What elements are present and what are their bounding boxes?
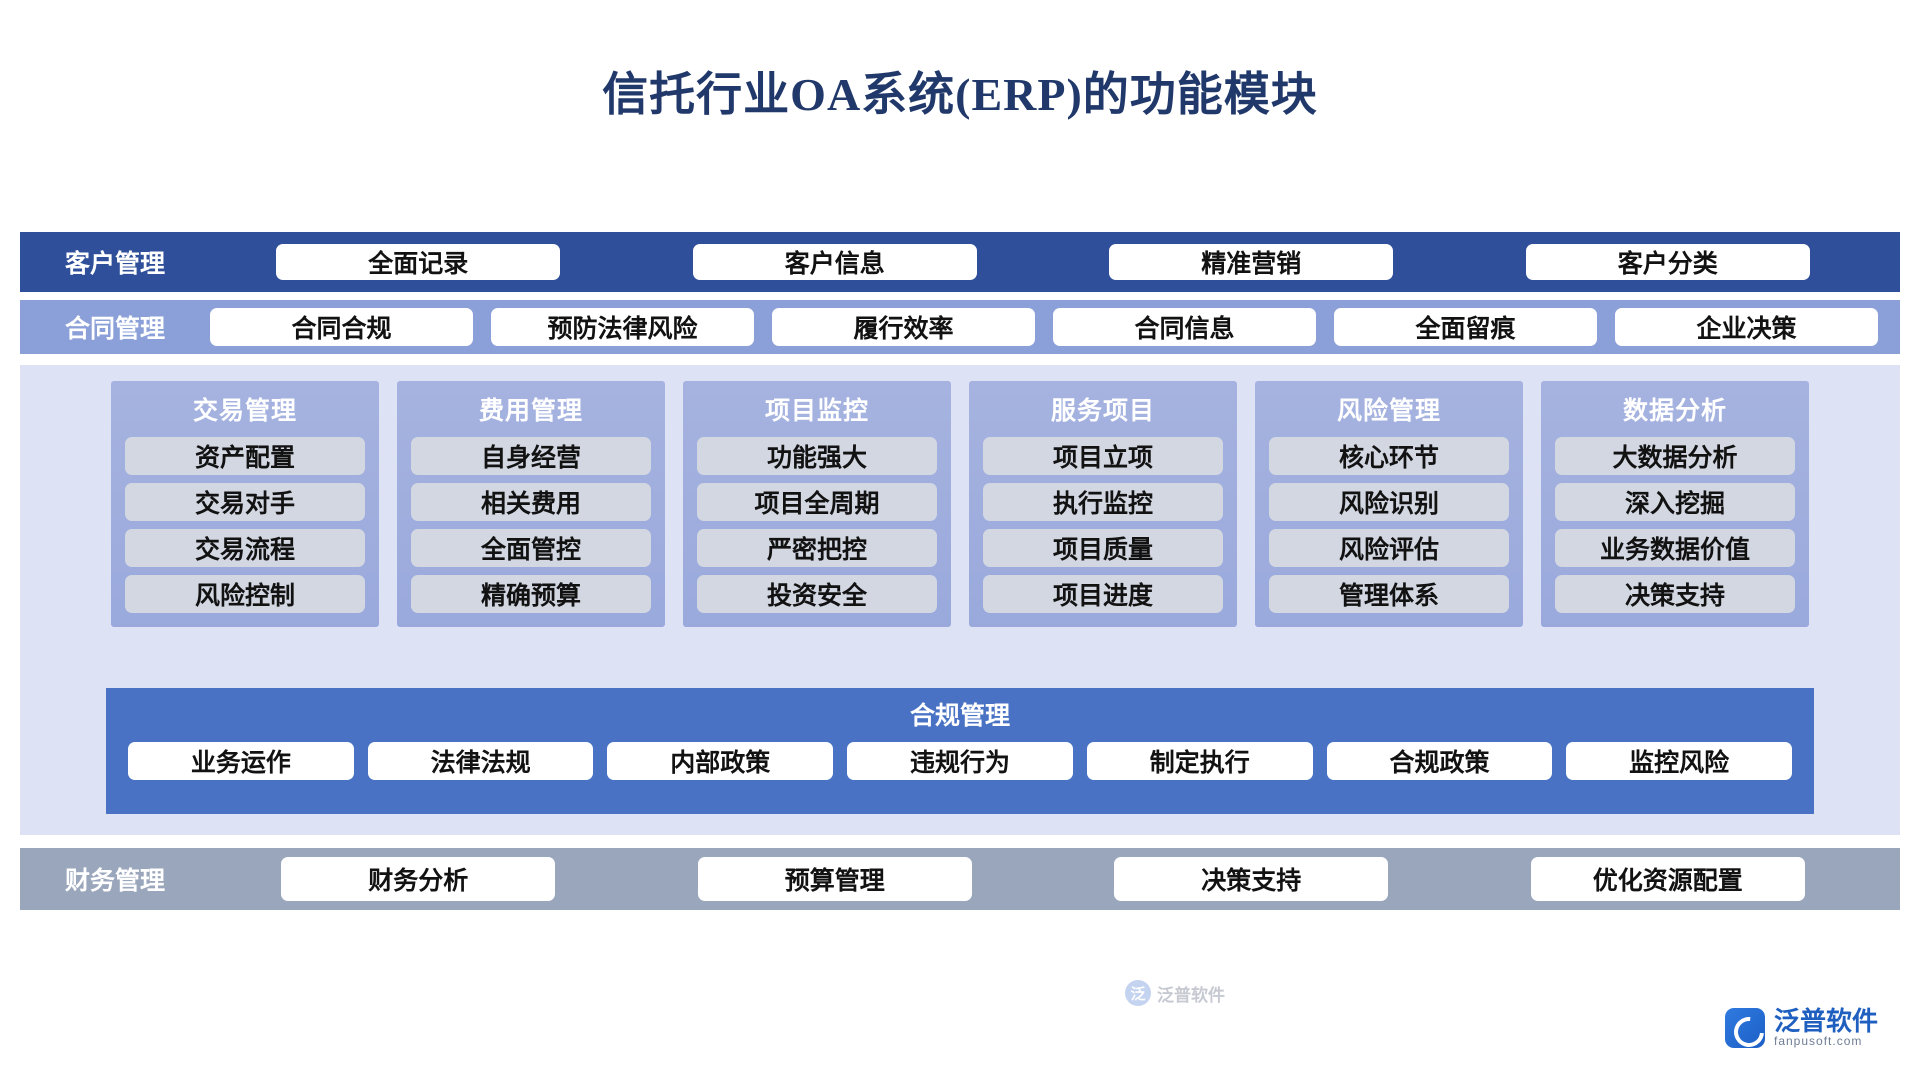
compliance-item-2[interactable]: 内部政策 (607, 742, 834, 780)
contract-management-row: 合同管理 合同合规 预防法律风险 履行效率 合同信息 全面留痕 企业决策 (20, 300, 1900, 354)
column-item[interactable]: 执行监控 (983, 483, 1223, 521)
compliance-items: 业务运作 法律法规 内部政策 违规行为 制定执行 合规政策 监控风险 (106, 742, 1814, 780)
column-title: 交易管理 (192, 398, 297, 425)
module-column-risk[interactable]: 风险管理 核心环节 风险识别 风险评估 管理体系 (1255, 381, 1523, 627)
column-title: 风险管理 (1336, 398, 1441, 425)
contract-item-0[interactable]: 合同合规 (210, 308, 473, 346)
column-item[interactable]: 交易流程 (125, 529, 365, 567)
customer-item-3[interactable]: 客户分类 (1525, 244, 1810, 280)
contract-item-5[interactable]: 企业决策 (1615, 308, 1878, 346)
column-item[interactable]: 资产配置 (125, 437, 365, 475)
compliance-item-5[interactable]: 合规政策 (1326, 742, 1553, 780)
column-item[interactable]: 相关费用 (411, 483, 651, 521)
column-title: 服务项目 (1050, 398, 1155, 425)
finance-item-2[interactable]: 决策支持 (1114, 857, 1389, 901)
column-item[interactable]: 管理体系 (1269, 575, 1509, 613)
compliance-item-6[interactable]: 监控风险 (1566, 742, 1793, 780)
brand-logo-text: 泛普软件 fanpusoft.com (1773, 1006, 1878, 1049)
column-item[interactable]: 核心环节 (1269, 437, 1509, 475)
column-item[interactable]: 自身经营 (411, 437, 651, 475)
column-item[interactable]: 功能强大 (697, 437, 937, 475)
column-title: 项目监控 (764, 398, 869, 425)
watermark-text: 泛普软件 (1157, 985, 1225, 1005)
column-item[interactable]: 投资安全 (697, 575, 937, 613)
module-column-expense[interactable]: 费用管理 自身经营 相关费用 全面管控 精确预算 (397, 381, 665, 627)
customer-item-2[interactable]: 精准营销 (1109, 244, 1394, 280)
column-item[interactable]: 项目进度 (983, 575, 1223, 613)
compliance-item-0[interactable]: 业务运作 (128, 742, 354, 780)
column-item[interactable]: 风险控制 (125, 575, 365, 613)
watermark-logo-icon: 泛 (1125, 980, 1151, 1006)
column-item[interactable]: 项目质量 (983, 529, 1223, 567)
contract-item-3[interactable]: 合同信息 (1053, 308, 1316, 346)
compliance-item-1[interactable]: 法律法规 (367, 742, 594, 780)
contract-item-4[interactable]: 全面留痕 (1334, 308, 1597, 346)
contract-management-label: 合同管理 (64, 316, 165, 343)
finance-item-1[interactable]: 预算管理 (697, 857, 972, 901)
column-item[interactable]: 项目全周期 (697, 483, 937, 521)
contract-item-2[interactable]: 履行效率 (772, 308, 1035, 346)
customer-management-label: 客户管理 (64, 251, 165, 278)
finance-item-3[interactable]: 优化资源配置 (1530, 857, 1805, 901)
compliance-item-3[interactable]: 违规行为 (847, 742, 1073, 780)
modules-panel: 交易管理 资产配置 交易对手 交易流程 风险控制 费用管理 自身经营 相关费用 … (20, 365, 1900, 1006)
column-item[interactable]: 风险评估 (1269, 529, 1509, 567)
brand-logo: 泛普软件 fanpusoft.com (1724, 1006, 1878, 1049)
finance-management-label: 财务管理 (64, 868, 165, 895)
column-item[interactable]: 项目立项 (983, 437, 1223, 475)
column-item[interactable]: 精确预算 (411, 575, 651, 613)
column-item[interactable]: 大数据分析 (1555, 437, 1795, 475)
column-title: 费用管理 (478, 398, 583, 425)
brand-name: 泛普软件 (1773, 1006, 1878, 1037)
finance-item-0[interactable]: 财务分析 (281, 857, 556, 901)
compliance-title: 合规管理 (909, 703, 1010, 730)
finance-management-row: 财务管理 财务分析 预算管理 决策支持 优化资源配置 (20, 848, 1900, 910)
module-column-data-analysis[interactable]: 数据分析 大数据分析 深入挖掘 业务数据价值 决策支持 (1541, 381, 1809, 627)
column-item[interactable]: 业务数据价值 (1555, 529, 1795, 567)
contract-item-1[interactable]: 预防法律风险 (491, 308, 754, 346)
column-item[interactable]: 交易对手 (125, 483, 365, 521)
compliance-item-4[interactable]: 制定执行 (1086, 742, 1313, 780)
module-columns: 交易管理 资产配置 交易对手 交易流程 风险控制 费用管理 自身经营 相关费用 … (20, 381, 1900, 627)
module-column-service-project[interactable]: 服务项目 项目立项 执行监控 项目质量 项目进度 (969, 381, 1237, 627)
customer-item-0[interactable]: 全面记录 (276, 244, 561, 280)
module-column-project-monitor[interactable]: 项目监控 功能强大 项目全周期 严密把控 投资安全 (683, 381, 951, 627)
column-title: 数据分析 (1622, 398, 1727, 425)
brand-domain: fanpusoft.com (1773, 1034, 1863, 1049)
watermark: 泛 泛普软件 (1125, 980, 1225, 1006)
column-item[interactable]: 严密把控 (697, 529, 937, 567)
column-item[interactable]: 决策支持 (1555, 575, 1795, 613)
customer-management-row: 客户管理 全面记录 客户信息 精准营销 客户分类 (20, 232, 1900, 292)
compliance-management-section: 合规管理 业务运作 法律法规 内部政策 违规行为 制定执行 合规政策 监控风险 (106, 688, 1814, 814)
column-item[interactable]: 风险识别 (1269, 483, 1509, 521)
page-title: 信托行业OA系统(ERP)的功能模块 (602, 69, 1318, 120)
customer-item-1[interactable]: 客户信息 (692, 244, 977, 280)
module-column-transaction[interactable]: 交易管理 资产配置 交易对手 交易流程 风险控制 (111, 381, 379, 627)
column-item[interactable]: 深入挖掘 (1555, 483, 1795, 521)
column-item[interactable]: 全面管控 (411, 529, 651, 567)
brand-logo-icon (1724, 1008, 1765, 1048)
